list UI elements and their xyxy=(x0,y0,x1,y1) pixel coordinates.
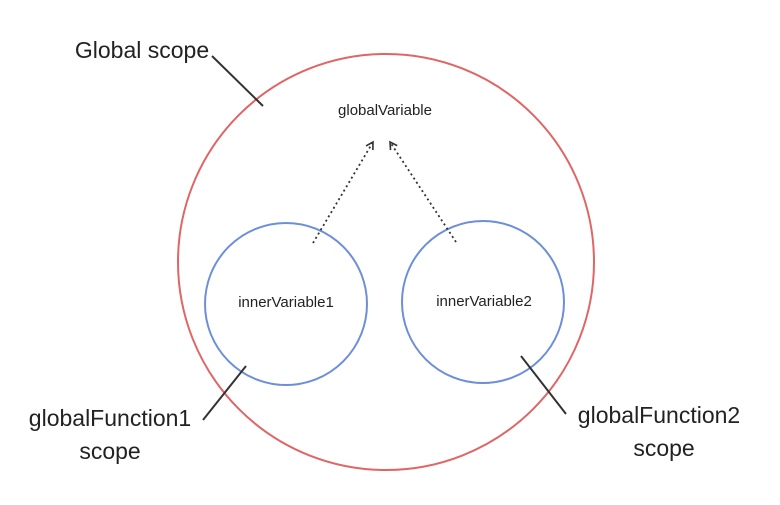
function1-scope-leader-line xyxy=(202,365,247,421)
function2-scope-label-line1: globalFunction2 xyxy=(578,402,740,428)
global-scope-label: Global scope xyxy=(75,37,209,63)
arrow-function1-to-global xyxy=(312,140,374,244)
function2-scope-label-line2: scope xyxy=(633,435,694,461)
function1-scope-label-line2: scope xyxy=(79,438,140,464)
arrow-function2-to-global xyxy=(389,140,457,243)
function2-scope-leader-line xyxy=(520,355,567,415)
function1-scope-label-line1: globalFunction1 xyxy=(29,405,191,431)
global-variable-label: globalVariable xyxy=(338,102,432,119)
inner-variable2-label: innerVariable2 xyxy=(436,293,532,310)
global-scope-circle xyxy=(177,53,595,471)
function2-scope-circle xyxy=(401,220,565,384)
inner-variable1-label: innerVariable1 xyxy=(238,294,334,311)
function1-scope-circle xyxy=(204,222,368,386)
global-scope-leader-line xyxy=(211,55,264,107)
